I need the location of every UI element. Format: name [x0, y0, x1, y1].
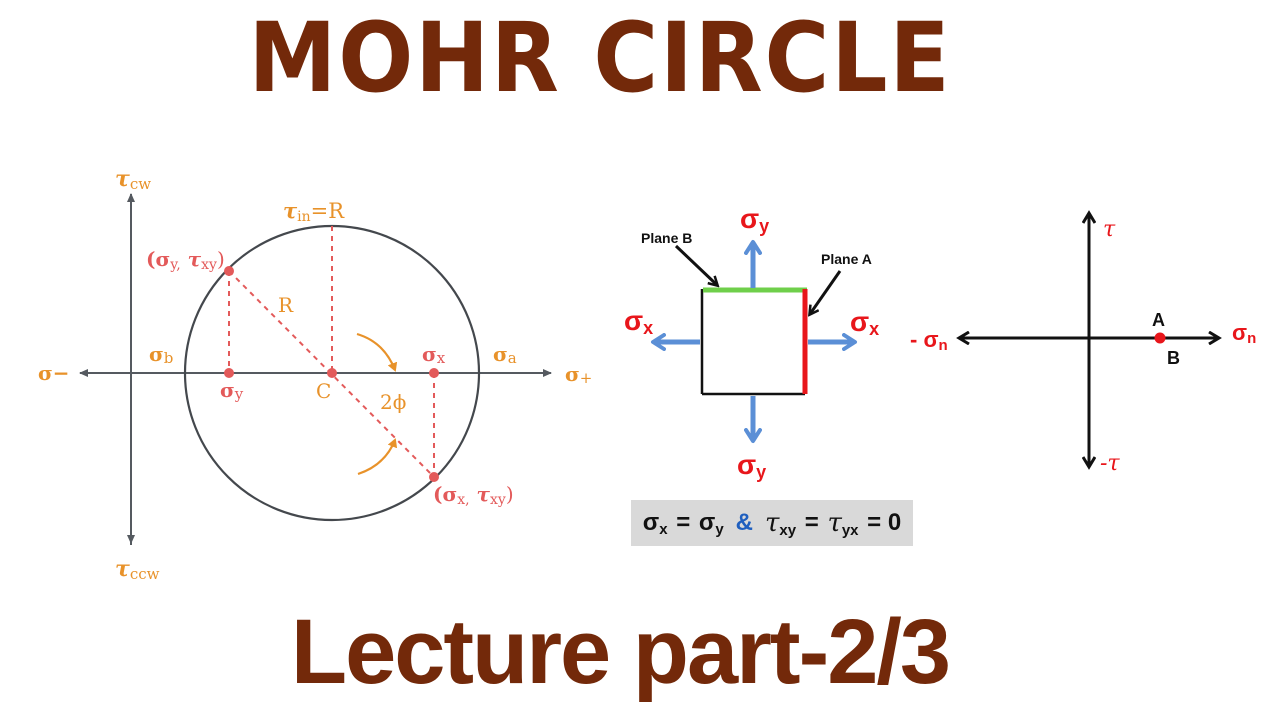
sigma-x-right-label: σx: [850, 306, 879, 339]
sigma-a-label: σa: [493, 342, 517, 367]
equation-lhs: σx: [642, 508, 668, 538]
sigma-n-negative-label: - σn: [910, 327, 948, 354]
stress-element-diagram: Plane B Plane A σy σy σx σx: [624, 203, 879, 482]
point-center: [327, 368, 337, 378]
equation-eq3: = 0: [860, 509, 902, 536]
lecture-subtitle: Lecture part-2/3: [290, 601, 951, 703]
plane-b-label: Plane B: [641, 230, 692, 246]
diameter-line: [228, 270, 435, 478]
sigma-y-top-label: σy: [740, 203, 769, 236]
equation-tau-xy: τxy: [765, 507, 797, 539]
sigma-y-label: σy: [220, 378, 244, 403]
tau-negative-label: -τ: [1100, 451, 1120, 476]
sigma-minus-label: σ−: [38, 361, 70, 385]
point-sigma-y-tau-xy: [224, 266, 234, 276]
equation-eq2: =: [798, 509, 826, 536]
equation-tau-yx: τyx: [827, 507, 859, 539]
equation-eq1: =: [669, 509, 697, 536]
sigma-x-label: σx: [422, 342, 446, 367]
angle-label: 2ϕ: [380, 390, 406, 414]
point-sigma-y: [224, 368, 234, 378]
tau-ccw-label: τccw: [115, 556, 160, 583]
point-sigma-x-tau-xy: [429, 472, 439, 482]
equation-rhs: σy: [698, 508, 724, 538]
plane-a-label: Plane A: [821, 251, 872, 267]
center-label: C: [316, 379, 331, 403]
point-x-label: (σx, τxy): [433, 482, 514, 508]
equation-box: σx = σy & τxy = τyx = 0: [631, 500, 913, 546]
plane-a-pointer: [810, 270, 842, 314]
mohr-circle-diagram: τcw τccw σ− σ+ τin=R R C 2ϕ σb σa σx σy …: [38, 166, 592, 583]
rotation-arrow-upper: [356, 332, 398, 372]
page-title: MOHR CIRCLE: [248, 2, 952, 114]
point-a-b: [1154, 332, 1166, 344]
point-a-label: A: [1152, 310, 1165, 330]
plane-b-pointer: [674, 244, 717, 285]
point-y-label: (σy, τxy): [146, 247, 225, 273]
point-b-label: B: [1167, 348, 1180, 368]
sigma-tau-axes-diagram: τ -τ - σn σn A B: [910, 214, 1256, 476]
tau-in-label: τin=R: [283, 198, 345, 225]
sigma-y-bottom-label: σy: [737, 449, 766, 482]
point-sigma-x: [429, 368, 439, 378]
sigma-n-positive-label: σn: [1232, 320, 1256, 347]
sigma-b-label: σb: [149, 342, 173, 367]
tau-cw-label: τcw: [115, 166, 151, 193]
sigma-x-left-label: σx: [624, 305, 653, 338]
radius-label: R: [278, 293, 294, 317]
equation-ampersand: &: [735, 509, 753, 536]
rotation-arrow-lower: [357, 438, 398, 476]
sigma-plus-label: σ+: [565, 362, 592, 387]
tau-positive-label: τ: [1103, 217, 1116, 242]
